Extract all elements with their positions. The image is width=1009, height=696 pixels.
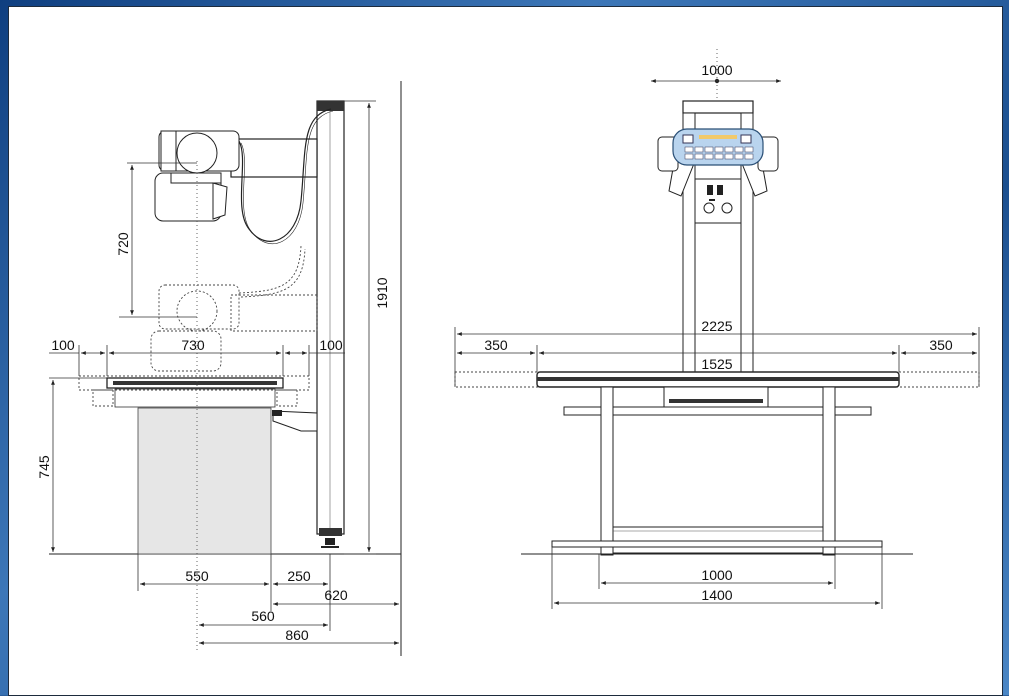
xray-tube-upper — [154, 108, 334, 245]
dim-860-label: 860 — [285, 627, 309, 643]
table-top — [78, 375, 310, 408]
dim-620-label: 620 — [324, 587, 348, 603]
column — [316, 100, 345, 548]
dim-row-front: 350 1525 350 — [457, 337, 977, 373]
drawing-sheet: 720 1910 — [8, 6, 1003, 696]
dim-550-label: 550 — [185, 568, 209, 584]
dim-row-top: 100 730 100 — [49, 337, 345, 376]
control-panel — [657, 128, 779, 197]
dim-1525-label: 1525 — [701, 356, 732, 372]
dim-1000-top-label: 1000 — [701, 62, 732, 78]
dim-100-left-label: 100 — [51, 337, 75, 353]
dim-row-front-bottom: 1000 1400 — [551, 547, 883, 609]
xray-tube-lower-dashed — [150, 245, 318, 372]
dim-row-bottom: 550 250 620 560 860 — [137, 554, 399, 645]
technical-drawing: 720 1910 — [36, 49, 980, 656]
dim-250-label: 250 — [287, 568, 311, 584]
dim-1910-label: 1910 — [374, 277, 390, 308]
dim-1000-bottom-label: 1000 — [701, 567, 732, 583]
dim-1400-label: 1400 — [701, 587, 732, 603]
table-base — [137, 407, 272, 555]
dim-1910: 1910 — [344, 100, 390, 555]
dim-350-left-label: 350 — [484, 337, 508, 353]
dim-2225-label: 2225 — [701, 318, 732, 334]
dim-1000-top: 1000 — [651, 49, 781, 109]
dim-2225: 2225 — [454, 318, 980, 387]
dim-745: 745 — [36, 377, 107, 552]
dim-720: 720 — [115, 162, 197, 318]
dim-560-label: 560 — [251, 608, 275, 624]
front-base — [521, 386, 913, 556]
dim-350-right-label: 350 — [929, 337, 953, 353]
dim-100-right-label: 100 — [319, 337, 343, 353]
front-view: 1000 — [454, 49, 980, 609]
dim-720-label: 720 — [115, 232, 131, 256]
side-view: 720 1910 — [36, 81, 402, 656]
dim-730-label: 730 — [181, 337, 205, 353]
dim-745-label: 745 — [36, 455, 52, 479]
wall-bracket — [272, 410, 318, 432]
front-table-top — [454, 371, 980, 408]
